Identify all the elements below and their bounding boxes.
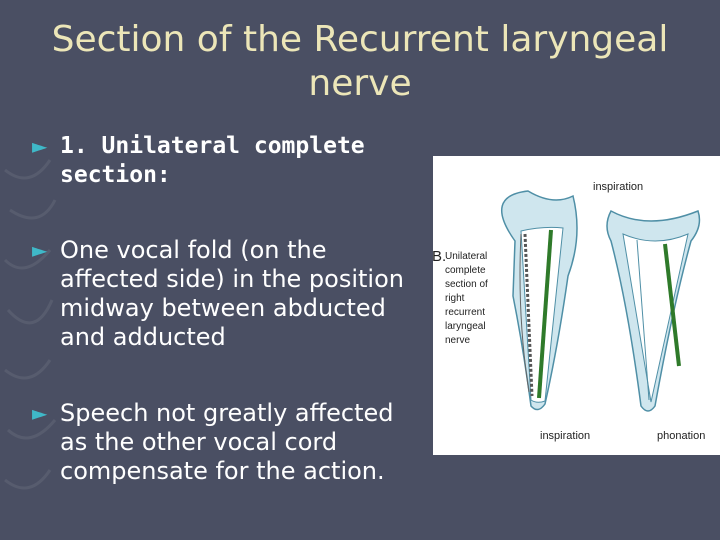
background-watermark [3, 159, 57, 490]
left-glottis-drawing [500, 190, 578, 411]
bullet-text: One vocal fold (on the affected side) in… [60, 236, 404, 351]
vocal-fold-figure: B. Unilateral complete section of right … [432, 156, 720, 455]
bullet-item: ► 1. Unilateral complete section: [32, 132, 417, 190]
bullet-arrow-icon: ► [32, 401, 48, 425]
vocal-fold-diagram [500, 190, 701, 412]
label-left-bottom: inspiration [540, 430, 591, 442]
bullet-arrow-icon: ► [32, 238, 48, 262]
label-right-top: inspiration [593, 181, 644, 193]
bullet-item: ► Speech not greatly affected as the oth… [32, 399, 417, 486]
slide-title: Section of the Recurrent laryngeal nerve [51, 19, 669, 104]
figure-letter: B. [432, 248, 447, 265]
bullet-text: Speech not greatly affected as the other… [60, 399, 394, 485]
right-glottis-drawing [606, 209, 701, 412]
figure-caption: Unilateral complete section of right rec… [445, 251, 488, 346]
bullet-item: ► One vocal fold (on the affected side) … [32, 236, 417, 352]
label-right-bottom: phonation [657, 430, 706, 442]
bullet-arrow-icon: ► [32, 134, 48, 158]
bullet-text: 1. Unilateral complete section: [60, 133, 365, 188]
